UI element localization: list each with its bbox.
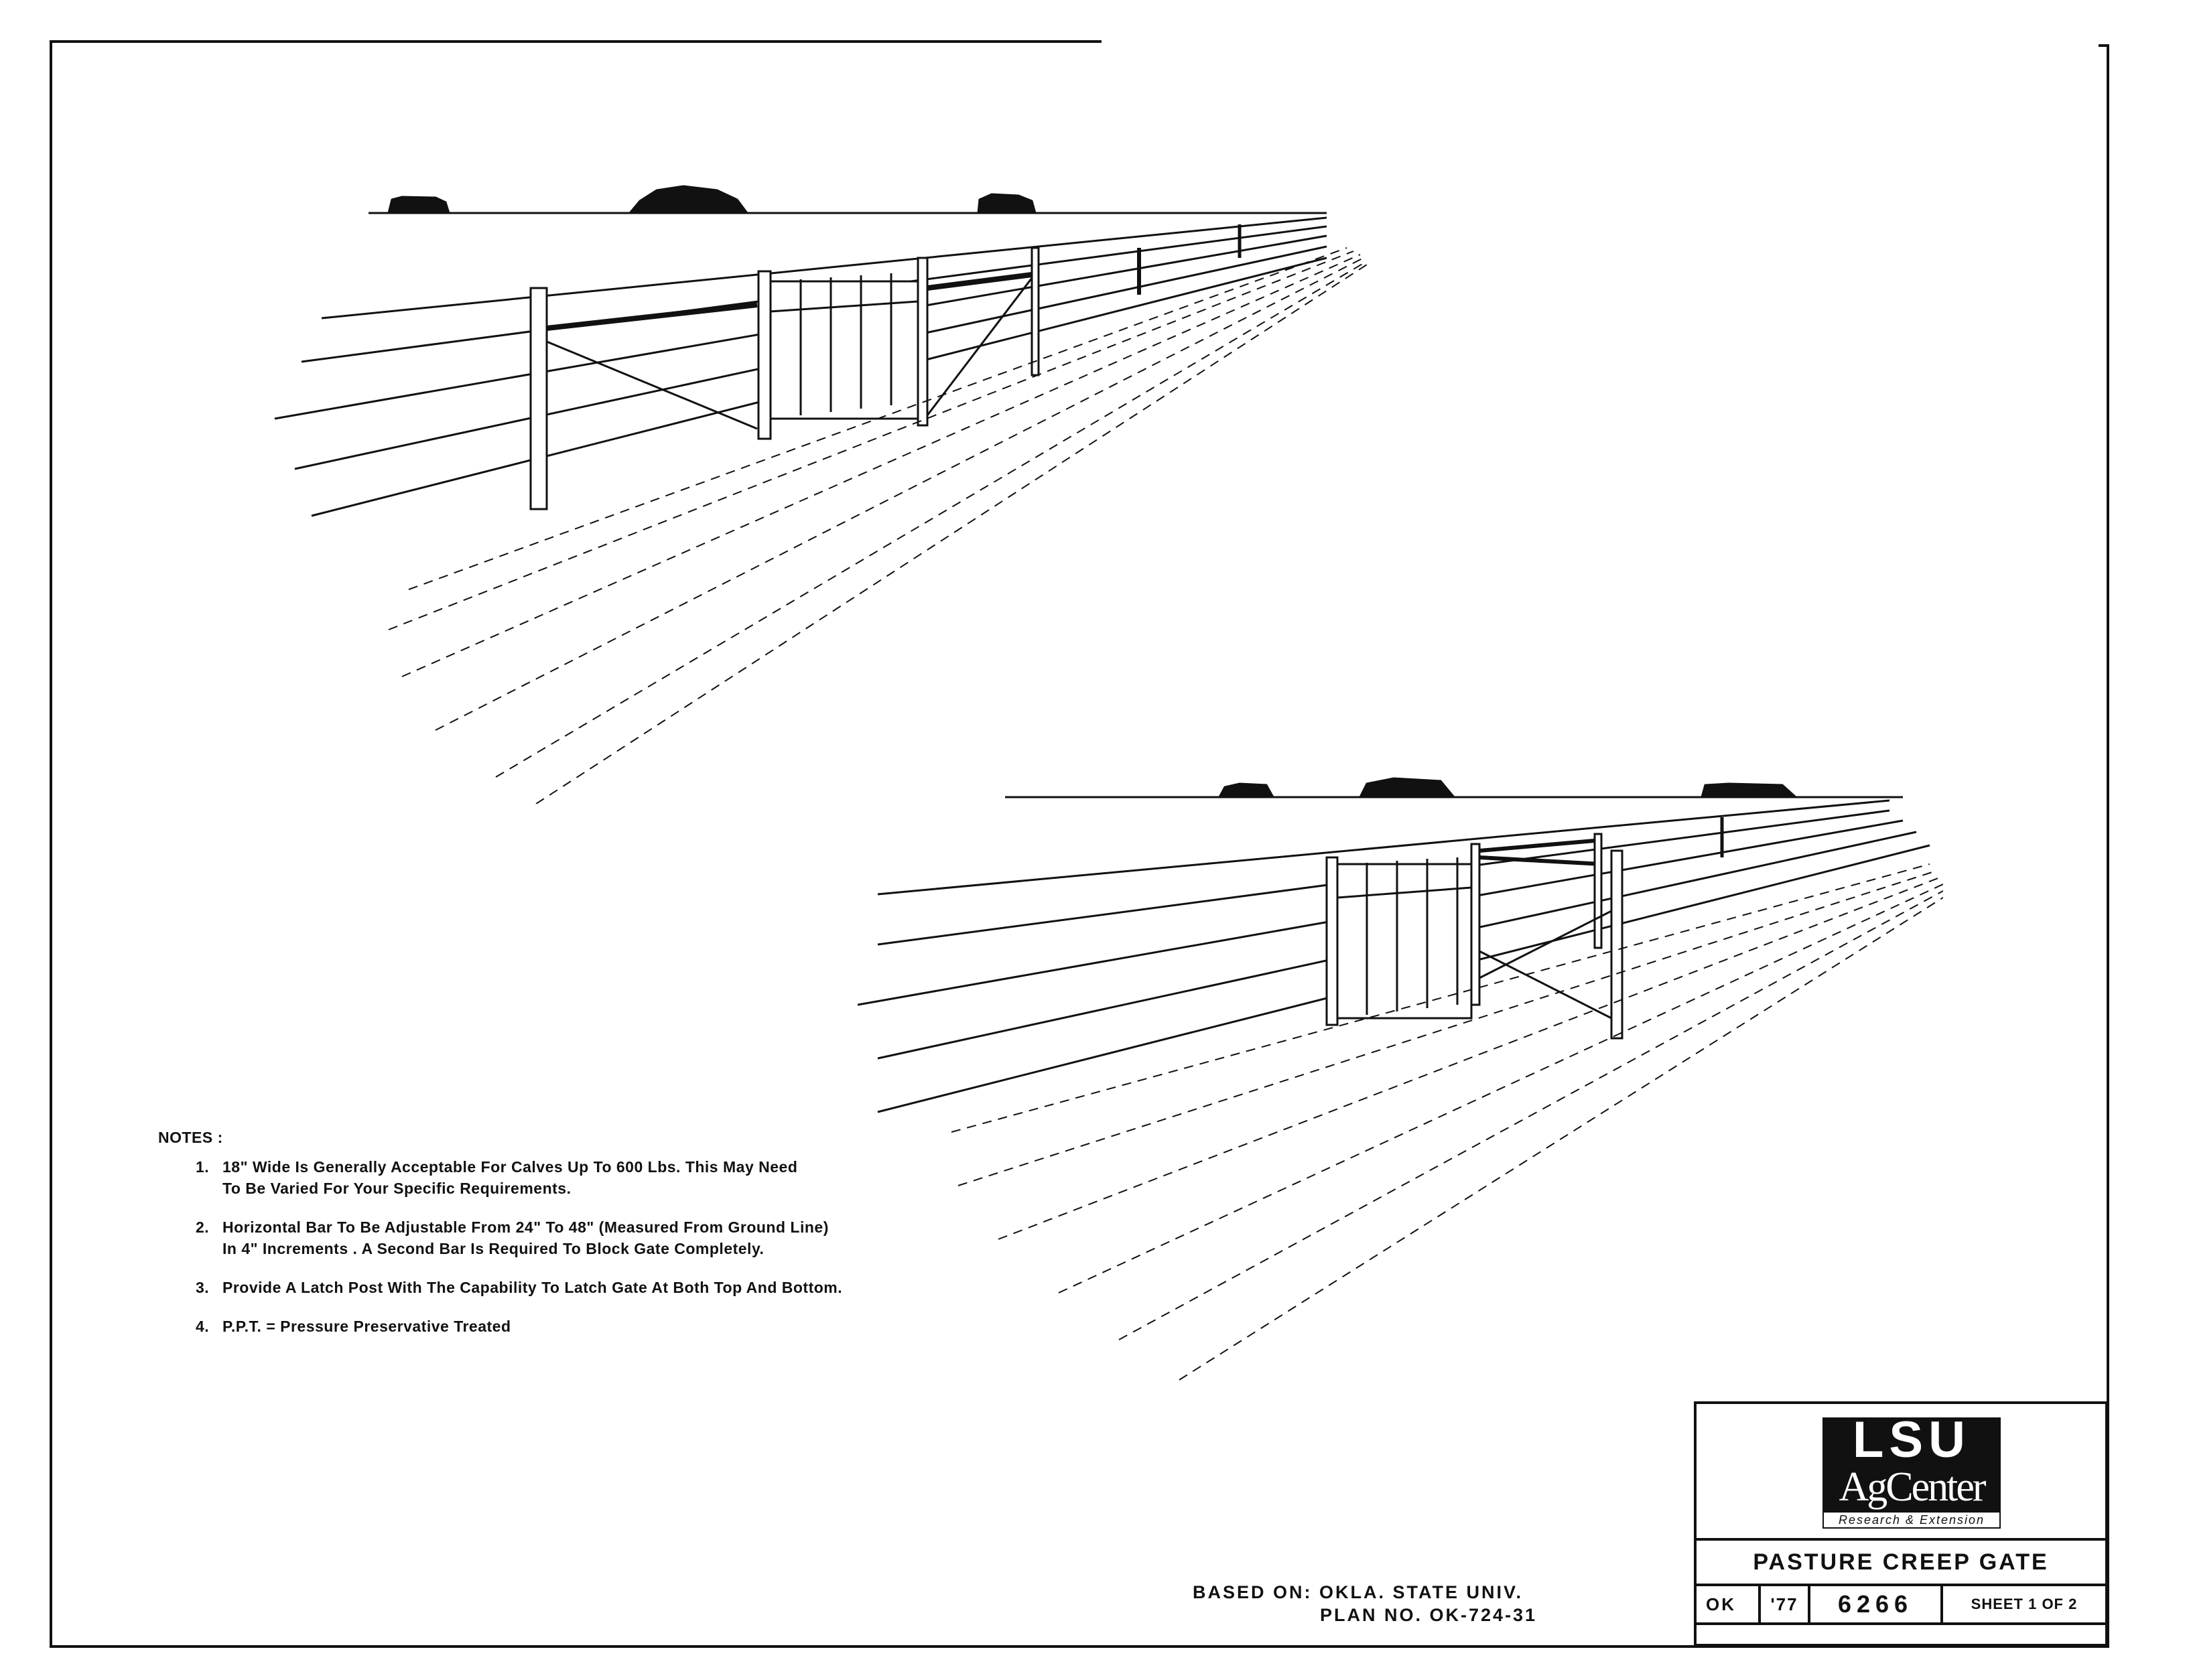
drawing-info-row: OK '77 6266 SHEET 1 OF 2 (1697, 1586, 2105, 1625)
note-item: 3. Provide A Latch Post With The Capabil… (196, 1277, 962, 1298)
based-on-reference: BASED ON: OKLA. STATE UNIV. PLAN NO. OK-… (1193, 1581, 1537, 1626)
logo-cell: LSU AgCenter Research & Extension (1697, 1404, 2105, 1541)
logo-subtitle: Research & Extension (1822, 1511, 2001, 1529)
drawing-title: PASTURE CREEP GATE (1697, 1541, 2105, 1586)
note-number: 1. (196, 1158, 210, 1176)
note-text-line: Provide A Latch Post With The Capability… (222, 1279, 843, 1296)
based-on-line: BASED ON: OKLA. STATE UNIV. (1193, 1582, 1524, 1602)
notes-heading: NOTES : (158, 1129, 223, 1146)
logo-agcenter-text: AgCenter (1822, 1463, 2001, 1511)
note-item: 4. P.P.T. = Pressure Preservative Treate… (196, 1316, 962, 1337)
note-number: 4. (196, 1318, 210, 1335)
logo-lsu-text: LSU (1822, 1415, 2001, 1466)
creep-gate-closed-drawing (274, 185, 1367, 804)
plan-year: '77 (1761, 1586, 1810, 1622)
note-text-line: To Be Varied For Your Specific Requireme… (222, 1180, 572, 1197)
frame-border-top (50, 40, 1102, 43)
note-text-line: In 4" Increments . A Second Bar Is Requi… (222, 1240, 765, 1257)
plan-number-line: PLAN NO. OK-724-31 (1320, 1605, 1538, 1625)
notes-section: NOTES : 1. 18" Wide Is Generally Accepta… (158, 1127, 962, 1354)
plan-number: 6266 (1810, 1586, 1943, 1622)
frame-border-right (2107, 44, 2109, 1648)
sheet-number: SHEET 1 OF 2 (1971, 1596, 2078, 1612)
frame-border-left (50, 40, 52, 1648)
state-code: OK (1697, 1586, 1761, 1622)
note-number: 2. (196, 1218, 210, 1236)
creep-gate-open-drawing (858, 777, 1943, 1381)
note-text-line: Horizontal Bar To Be Adjustable From 24"… (222, 1218, 829, 1236)
note-text-line: 18" Wide Is Generally Acceptable For Cal… (222, 1158, 798, 1176)
note-item: 2. Horizontal Bar To Be Adjustable From … (196, 1216, 962, 1259)
lsu-agcenter-logo: LSU AgCenter Research & Extension (1822, 1415, 2001, 1529)
note-number: 3. (196, 1279, 210, 1296)
frame-corner-tick (2099, 44, 2109, 47)
frame-border-bottom (50, 1645, 2109, 1648)
note-item: 1. 18" Wide Is Generally Acceptable For … (196, 1156, 962, 1199)
note-text-line: P.P.T. = Pressure Preservative Treated (222, 1318, 511, 1335)
title-block: LSU AgCenter Research & Extension PASTUR… (1694, 1401, 2108, 1647)
